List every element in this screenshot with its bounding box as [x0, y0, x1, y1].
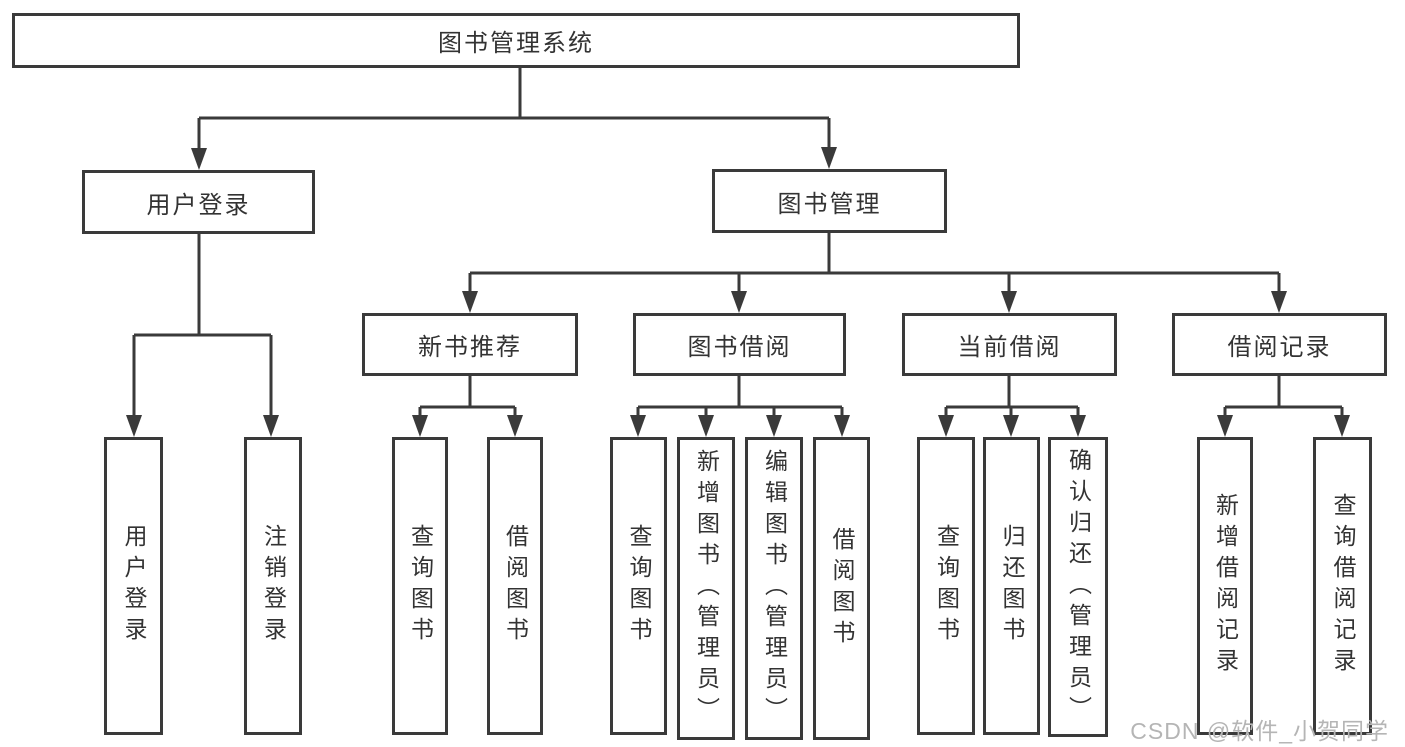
node-label: 查询图书 [933, 524, 960, 648]
node-label: 用户登录 [121, 524, 147, 648]
node-label: 图书管理 [777, 190, 882, 218]
edge-book-management-children [462, 233, 1287, 313]
edge-root-to-level2 [191, 68, 837, 170]
leaf-user-login: 用户登录 [104, 437, 163, 735]
node-label: 用户登录 [146, 191, 251, 219]
leaf-logout-login: 注销登录 [244, 437, 302, 735]
node-label: 借阅图书 [502, 524, 529, 648]
node-label: 新增图书（管理员） [693, 449, 720, 728]
node-label: 图书管理系统 [438, 30, 594, 57]
node-book-borrow: 图书借阅 [633, 313, 846, 376]
node-label: 新书推荐 [418, 334, 522, 361]
node-label: 确认归还（管理员） [1065, 447, 1092, 727]
node-label: 查询借阅记录 [1330, 493, 1356, 679]
node-current-borrow: 当前借阅 [902, 313, 1117, 376]
edge-current-borrow-children [938, 376, 1086, 437]
node-label: 借阅记录 [1227, 334, 1332, 361]
node-label: 查询图书 [407, 524, 434, 648]
node-book-management: 图书管理 [712, 169, 947, 233]
node-label: 借阅图书 [829, 526, 855, 651]
edge-borrow-records-children [1217, 376, 1350, 437]
edge-book-borrow-children [630, 376, 850, 437]
node-root-system: 图书管理系统 [12, 13, 1020, 68]
leaf-br-add-borrow-record: 新增借阅记录 [1197, 437, 1253, 735]
edge-user-login-children [126, 234, 279, 437]
node-user-login: 用户登录 [82, 170, 315, 234]
leaf-cb-return-book: 归还图书 [983, 437, 1040, 735]
csdn-watermark: CSDN @软件_小贺同学 [1130, 718, 1389, 744]
leaf-bb-edit-book-admin: 编辑图书（管理员） [745, 437, 803, 740]
node-label: 注销登录 [260, 524, 287, 648]
node-label: 新增借阅记录 [1212, 493, 1239, 679]
node-label: 编辑图书（管理员） [761, 449, 788, 728]
node-label: 归还图书 [999, 524, 1025, 648]
node-label: 查询图书 [626, 524, 652, 648]
node-label: 图书借阅 [687, 334, 792, 361]
node-borrow-records: 借阅记录 [1172, 313, 1387, 376]
leaf-br-query-borrow-record: 查询借阅记录 [1313, 437, 1372, 735]
leaf-cb-confirm-return-admin: 确认归还（管理员） [1048, 437, 1108, 737]
edge-new-book-recommend-children [412, 376, 523, 437]
leaf-bb-borrow-book: 借阅图书 [813, 437, 870, 740]
leaf-nbr-query-book: 查询图书 [392, 437, 448, 735]
leaf-bb-query-book: 查询图书 [610, 437, 667, 735]
leaf-nbr-borrow-book: 借阅图书 [487, 437, 543, 735]
node-label: 当前借阅 [957, 334, 1062, 361]
leaf-bb-add-book-admin: 新增图书（管理员） [677, 437, 735, 740]
node-new-book-recommend: 新书推荐 [362, 313, 578, 376]
leaf-cb-query-book: 查询图书 [917, 437, 975, 735]
